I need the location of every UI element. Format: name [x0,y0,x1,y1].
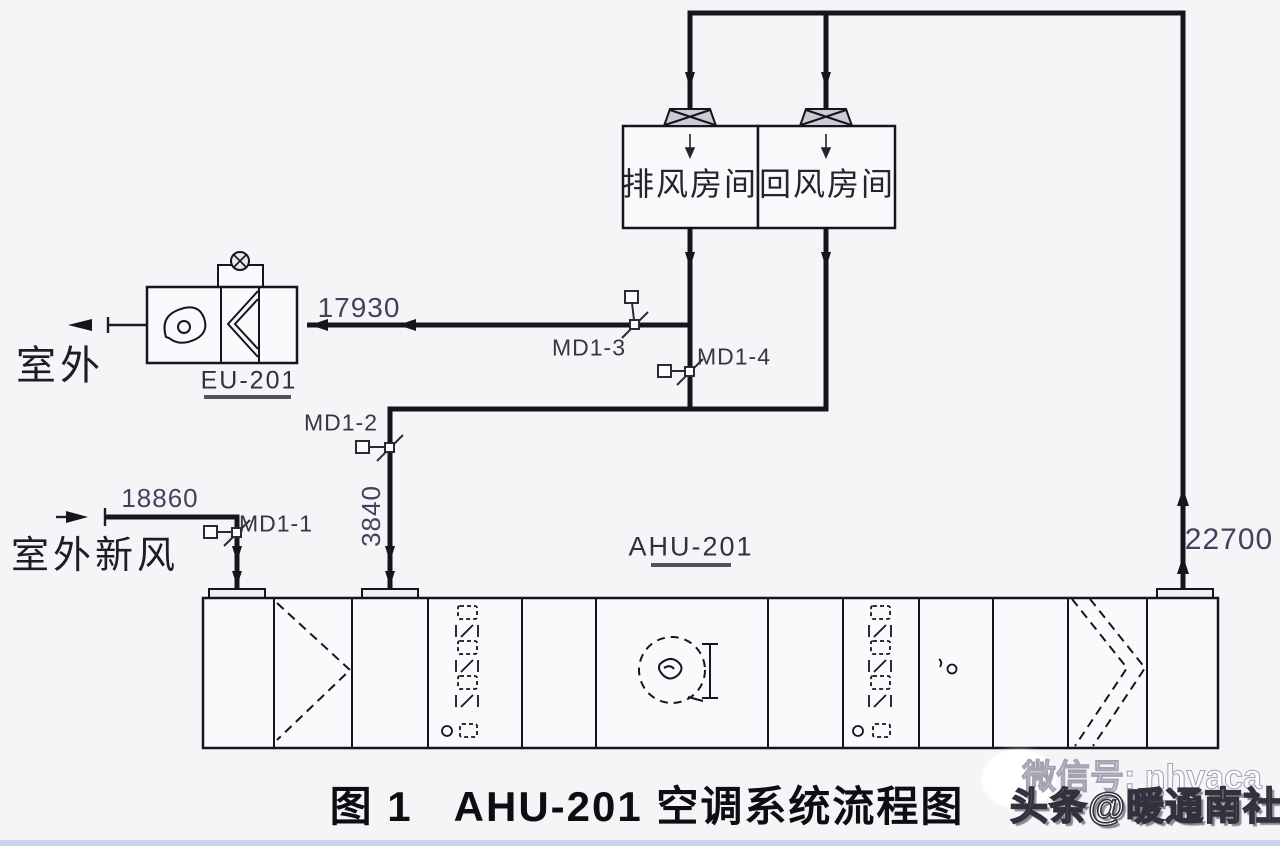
duct-lines [105,10,1186,589]
up-arrow-icon [1177,488,1189,506]
left-arrow-icon [398,319,416,331]
thin-lines [56,317,148,526]
down-arrow-icon [685,72,695,88]
damper-label-md1-2: MD1-2 [303,409,379,436]
fan-icon [638,636,718,704]
duct-flange [361,588,419,599]
filter-icon [226,290,259,358]
ahu-unit [201,588,1220,750]
damper-md1-1 [203,519,251,547]
return-room-label: 回风房间 [758,166,896,202]
damper-md1-4 [657,358,704,386]
outdoor-fresh-air-label: 室外新风 [10,535,180,577]
diffuser-icon [798,108,854,127]
up-arrow-icon [1177,556,1189,574]
damper-md1-2 [355,434,404,462]
down-arrow-icon [685,252,695,268]
watermark-blob [982,750,1056,808]
right-arrow-icon [66,511,88,523]
left-arrow-icon [310,319,328,331]
damper-md1-3 [621,290,649,339]
filter-icon [276,602,352,741]
flow-arrows [66,72,1189,586]
damper-label-md1-3: MD1-3 [551,334,627,361]
left-arrow-icon [68,319,92,331]
damper-label-md1-1: MD1-1 [238,510,314,537]
motor-icon [230,251,250,271]
watermark-toutiao: 头条@暖通南社 [1009,786,1280,830]
down-arrow-icon [821,72,831,88]
exhaust-room-label: 排风房间 [621,166,759,202]
fan-icon [163,306,207,344]
ahu-section-dividers [273,599,1148,747]
return-duct-line [387,228,829,589]
humidifier-icon [938,658,958,675]
flow-value-supply-air: 22700 [1184,523,1274,556]
coil-icon [852,605,892,738]
down-arrow-icon [232,546,242,562]
supply-duct-line [687,10,1186,589]
down-arrow-icon [385,546,395,562]
down-arrow-icon [385,571,395,586]
damper-label-md1-4: MD1-4 [696,343,772,370]
eu-label-underline [204,395,291,399]
diffuser-icon [662,108,718,127]
flow-value-fresh-air: 18860 [121,483,199,513]
fresh-air-duct-line [105,514,240,589]
filter-icon [1071,598,1147,747]
flow-value-return-air: 3840 [356,485,386,547]
coil-icon [441,605,479,738]
ahu-label-underline [651,563,731,567]
down-arrow-icon [232,571,242,586]
room-supply-arrows [684,134,832,159]
bottom-edge-strip [0,840,1280,846]
ahu-unit-label: AHU-201 [628,531,754,562]
outdoor-label: 室外 [16,344,104,388]
down-arrow-icon [821,252,831,268]
figure-title: 图 1 AHU-201 空调系统流程图 [329,783,965,830]
flow-value-exhaust: 17930 [317,292,401,323]
duct-flange [1156,588,1214,599]
eu-unit-label: EU-201 [200,366,298,395]
eu-unit [145,251,299,365]
duct-flange [208,588,266,599]
watermark-wechat: 微信号: nhvaca [1022,758,1263,797]
